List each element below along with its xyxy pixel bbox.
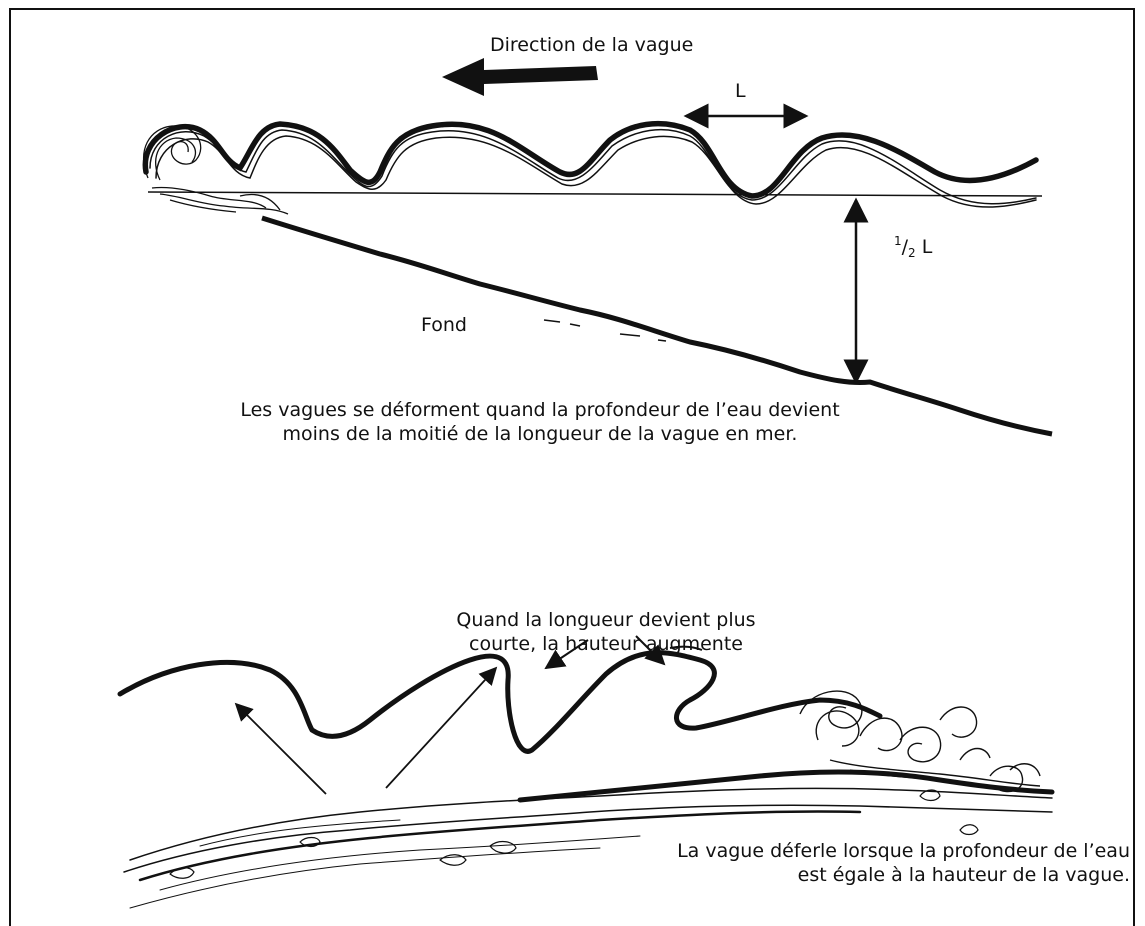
wave-direction-label: Direction de la vague bbox=[490, 33, 693, 57]
deform-caption-line2: moins de la moitié de la longueur de la … bbox=[140, 422, 940, 446]
still-water-line bbox=[148, 192, 1042, 196]
shorter-caption-line1: Quand la longueur devient plus bbox=[416, 608, 796, 632]
half-denominator: 2 bbox=[908, 246, 916, 260]
half-unit: L bbox=[922, 236, 933, 258]
half-wavelength-label: 1/2 L bbox=[894, 229, 932, 265]
direction-arrow bbox=[442, 58, 598, 96]
break-caption: La vague déferle lorsque la profondeur d… bbox=[630, 839, 1130, 887]
wave-profile-bottom bbox=[120, 653, 880, 752]
bottom-label: Fond bbox=[421, 313, 467, 337]
shorter-caption: Quand la longueur devient plus courte, l… bbox=[416, 608, 796, 656]
deform-caption-line1: Les vagues se déforment quand la profond… bbox=[140, 398, 940, 422]
half-numerator: 1 bbox=[894, 234, 902, 248]
wavelength-label: L bbox=[735, 79, 746, 103]
deform-caption: Les vagues se déforment quand la profond… bbox=[140, 398, 940, 446]
height-arrows bbox=[236, 668, 496, 794]
shorter-caption-line2: courte, la hauteur augmente bbox=[416, 632, 796, 656]
break-caption-line2: est égale à la hauteur de la vague. bbox=[630, 863, 1130, 887]
break-caption-line1: La vague déferle lorsque la profondeur d… bbox=[630, 839, 1130, 863]
